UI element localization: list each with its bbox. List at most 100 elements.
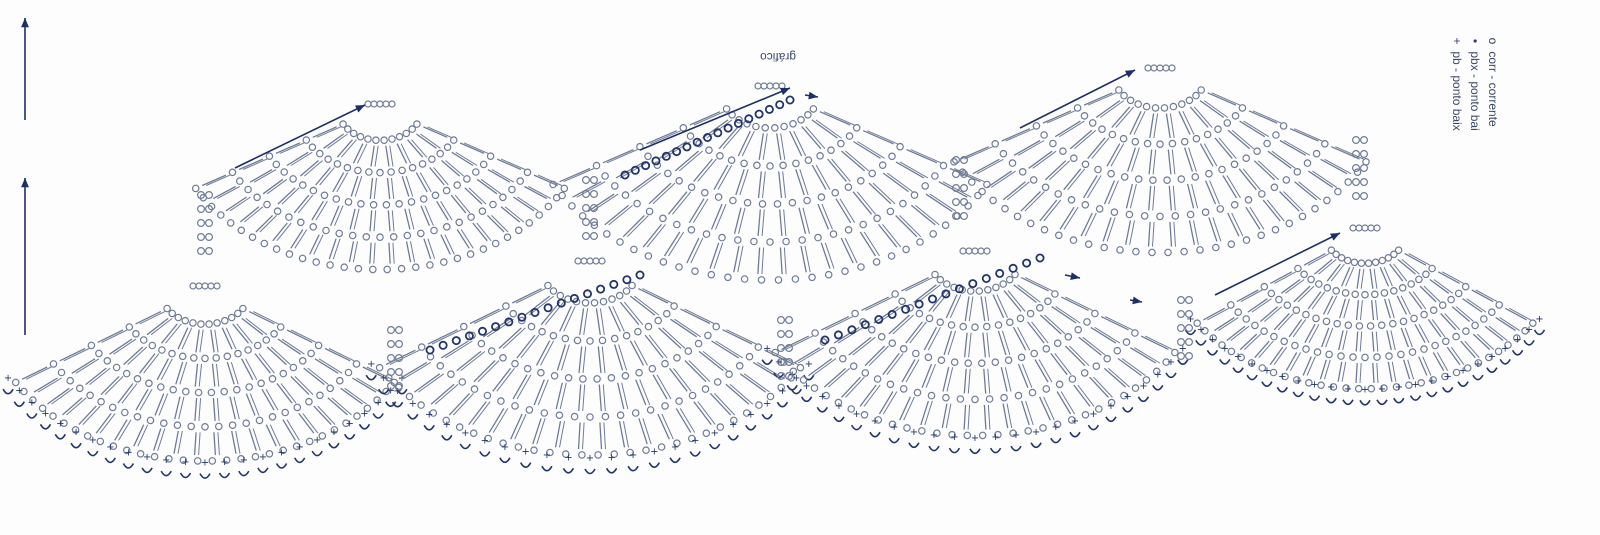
treble-stitch xyxy=(97,329,124,343)
treble-stitch xyxy=(198,398,202,421)
treble-stitch xyxy=(1274,271,1297,284)
treble-stitch xyxy=(1383,267,1393,287)
chain-stitch xyxy=(1285,219,1294,228)
treble-stitch xyxy=(233,396,240,420)
chain-stitch xyxy=(464,331,474,341)
treble-stitch xyxy=(109,338,133,355)
treble-stitch xyxy=(511,288,542,304)
treble-stitch xyxy=(1193,220,1199,245)
picot-loop xyxy=(1206,349,1219,356)
treble-stitch xyxy=(582,384,586,412)
treble-stitch xyxy=(604,204,630,226)
treble-stitch xyxy=(259,215,277,233)
chain-stitch xyxy=(279,369,288,378)
chain-stitch xyxy=(150,452,159,461)
chain-stitch xyxy=(594,451,602,459)
chain-stitch xyxy=(1351,164,1360,173)
chain-stitch xyxy=(1227,347,1236,356)
chain-stitch xyxy=(244,185,252,194)
chain-stitch xyxy=(382,100,390,108)
chain-stitch xyxy=(1242,154,1251,163)
treble-stitch xyxy=(882,391,898,415)
single-crochet-mark: + xyxy=(124,448,132,459)
treble-stitch xyxy=(1209,180,1220,205)
treble-stitch xyxy=(1373,268,1378,289)
chain-stitch xyxy=(635,270,645,280)
treble-stitch xyxy=(1389,263,1404,282)
chain-stitch xyxy=(581,298,590,307)
chain-stitch xyxy=(1332,250,1340,259)
single-crochet-mark: + xyxy=(1501,343,1509,354)
treble-stitch xyxy=(1355,331,1359,352)
treble-stitch xyxy=(619,161,649,179)
chain-stitch xyxy=(375,363,384,372)
picot-loop xyxy=(1393,397,1405,404)
chain-stitch xyxy=(856,177,865,185)
treble-stitch xyxy=(1054,120,1081,138)
chain-stitch xyxy=(1373,353,1381,361)
chain-stitch xyxy=(1302,345,1310,353)
treble-stitch xyxy=(491,169,515,183)
treble-stitch xyxy=(1259,306,1279,322)
chain-stitch xyxy=(621,371,630,380)
chain-stitch xyxy=(1029,176,1038,184)
chain-stitch xyxy=(268,412,277,421)
treble-stitch xyxy=(921,363,933,388)
treble-stitch xyxy=(601,346,606,374)
treble-stitch xyxy=(1440,313,1457,331)
chain-stitch xyxy=(484,434,493,443)
treble-stitch xyxy=(1199,143,1214,167)
treble-stitch xyxy=(175,361,184,385)
treble-stitch xyxy=(795,169,805,196)
chain-stitch xyxy=(1081,410,1090,419)
treble-stitch xyxy=(684,308,715,324)
treble-stitch xyxy=(811,164,827,190)
chain-stitch xyxy=(1351,150,1360,159)
chain-stitch xyxy=(285,213,293,221)
picot-loop xyxy=(275,463,288,469)
chain-stitch xyxy=(636,142,644,151)
chain-stitch xyxy=(951,198,960,207)
chain-stitch xyxy=(1454,289,1463,298)
treble-stitch xyxy=(1343,298,1350,319)
chain-stitch xyxy=(550,371,559,380)
chain-stitch xyxy=(868,169,877,178)
chain-stitch xyxy=(234,349,242,358)
picot-loop xyxy=(257,467,269,474)
treble-stitch xyxy=(1423,285,1441,303)
chain-stitch xyxy=(1343,256,1352,265)
chain-stitch xyxy=(1380,289,1389,297)
treble-stitch xyxy=(473,360,496,383)
chain-stitch xyxy=(1176,338,1185,347)
chain-stitch xyxy=(776,358,785,367)
single-crochet-mark: + xyxy=(971,433,979,444)
treble-stitch xyxy=(613,344,624,371)
treble-stitch xyxy=(229,396,236,420)
chain-stitch xyxy=(382,387,390,396)
treble-stitch xyxy=(1183,147,1194,172)
chain-stitch xyxy=(335,376,344,385)
treble-stitch xyxy=(498,327,522,349)
treble-stitch xyxy=(595,308,601,335)
treble-stitch xyxy=(1293,285,1311,303)
treble-stitch xyxy=(1345,267,1355,287)
chain-stitch xyxy=(1186,210,1195,219)
treble-stitch xyxy=(626,215,649,238)
chain-stitch xyxy=(1176,296,1185,305)
treble-stitch xyxy=(932,290,951,312)
treble-stitch xyxy=(1267,150,1292,169)
chain-stitch xyxy=(453,254,462,263)
treble-stitch xyxy=(1227,129,1251,150)
chain-stitch xyxy=(959,184,968,193)
chain-stitch xyxy=(194,388,203,397)
treble-stitch xyxy=(848,336,872,356)
treble-stitch xyxy=(1403,359,1411,380)
treble-stitch xyxy=(1208,217,1218,242)
treble-stitch xyxy=(1227,212,1240,237)
treble-stitch xyxy=(582,422,585,450)
chain-stitch xyxy=(1351,192,1360,201)
treble-stitch xyxy=(1140,335,1169,350)
chain-stitch xyxy=(1004,356,1013,365)
treble-stitch xyxy=(903,396,915,421)
chain-stitch xyxy=(931,172,939,180)
